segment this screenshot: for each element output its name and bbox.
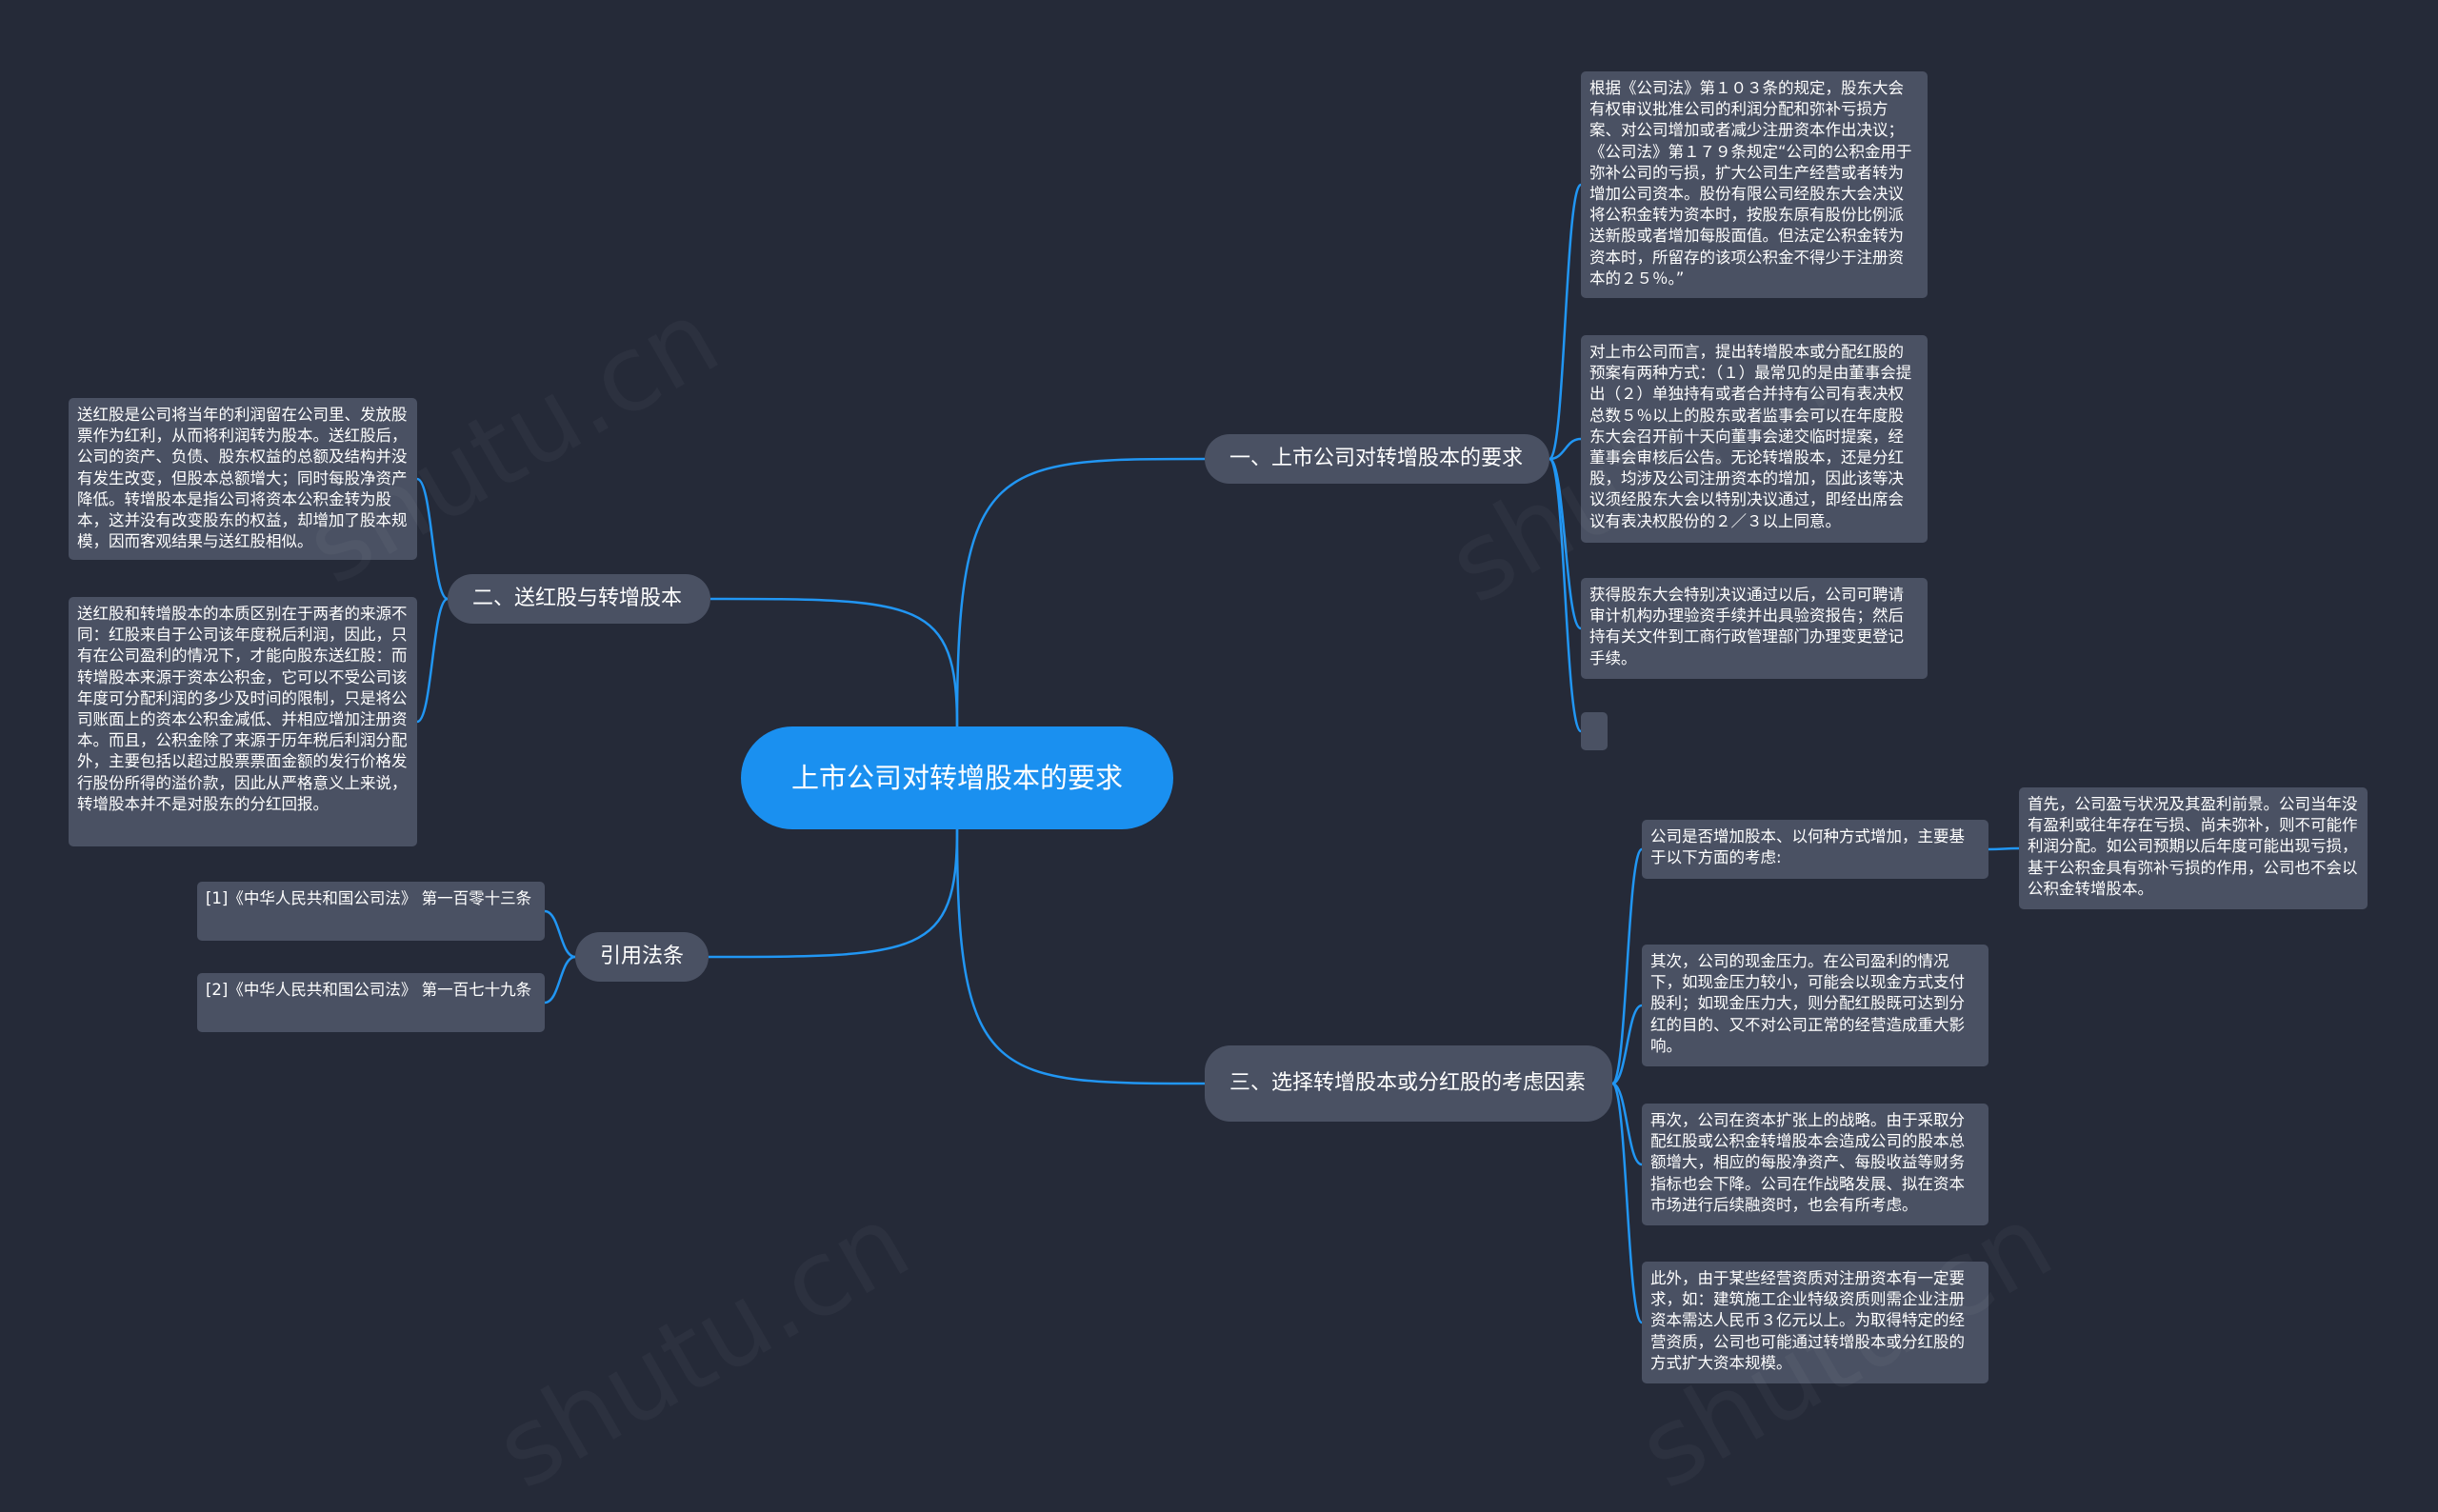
edge-root-b1 <box>955 457 1206 727</box>
leaf-node-bonus-share-definition[interactable]: 送红股是公司将当年的利润留在公司里、发放股票作为红利，从而将利润转为股本。送红股… <box>69 398 417 560</box>
edge-b2-1 <box>416 597 449 724</box>
leaf-node-company-law-articles[interactable]: 根据《公司法》第１０３条的规定，股东大会有权审议批准公司的利润分配和弥补亏损方案… <box>1581 71 1928 298</box>
edge-root-b4 <box>955 828 1206 1085</box>
leaf-node-registration-procedure[interactable]: 获得股东大会特别决议通过以后，公司可聘请审计机构办理验资手续并出具验资报告；然后… <box>1581 578 1928 679</box>
leaf-node-expansion-strategy[interactable]: 再次，公司在资本扩张上的战略。由于采取分配红股或公积金转增股本会造成公司的股本总… <box>1642 1104 1988 1225</box>
root-node[interactable]: 上市公司对转增股本的要求 <box>741 726 1173 829</box>
leaf-node-empty[interactable] <box>1581 712 1608 750</box>
edge-b1-0 <box>1548 183 1583 461</box>
edge-root-b3 <box>708 828 959 959</box>
leaf-node-consideration-intro[interactable]: 公司是否增加股本、以何种方式增加，主要基于以下方面的考虑: <box>1642 820 1988 879</box>
edge-b1-1 <box>1549 437 1582 461</box>
edge-b4-1 <box>1611 1004 1643 1085</box>
branch-node-considerations[interactable]: 三、选择转增股本或分红股的考虑因素 <box>1205 1045 1612 1122</box>
edge-b4-sub <box>1988 846 2020 851</box>
leaf-node-cash-pressure[interactable]: 其次，公司的现金压力。在公司盈利的情况下，如现金压力较小，可能会以现金方式支付股… <box>1642 945 1988 1066</box>
leaf-node-qualification[interactable]: 此外，由于某些经营资质对注册资本有一定要求，如：建筑施工企业特级资质则需企业注册… <box>1642 1262 1988 1383</box>
edge-b1-3 <box>1548 457 1583 733</box>
leaf-node-essential-difference[interactable]: 送红股和转增股本的本质区别在于两者的来源不同：红股来自于公司该年度税后利润，因此… <box>69 597 417 846</box>
leaf-node-citation-2[interactable]: [2]《中华人民共和国公司法》 第一百七十九条 <box>197 973 545 1032</box>
branch-node-cited-articles[interactable]: 引用法条 <box>575 932 709 982</box>
leaf-node-citation-1[interactable]: [1]《中华人民共和国公司法》 第一百零十三条 <box>197 882 545 941</box>
edge-b3-0 <box>544 909 576 959</box>
connector-lines <box>416 183 2020 1324</box>
leaf-node-proposal-methods[interactable]: 对上市公司而言，提出转增股本或分配红股的预案有两种方式：（１）最常见的是由董事会… <box>1581 335 1928 543</box>
edge-b3-1 <box>544 955 576 1005</box>
leaf-node-profit-status[interactable]: 首先，公司盈亏状况及其盈利前景。公司当年没有盈利或往年存在亏损、尚未弥补，则不可… <box>2019 787 2368 909</box>
branch-node-bonus-vs-conversion[interactable]: 二、送红股与转增股本 <box>448 574 710 624</box>
edge-b4-3 <box>1610 1082 1644 1324</box>
edge-b4-0 <box>1610 847 1644 1085</box>
edge-b4-2 <box>1611 1082 1643 1166</box>
edge-b2-0 <box>416 477 449 601</box>
edge-root-b2 <box>709 597 959 727</box>
branch-node-requirements[interactable]: 一、上市公司对转增股本的要求 <box>1205 434 1549 484</box>
